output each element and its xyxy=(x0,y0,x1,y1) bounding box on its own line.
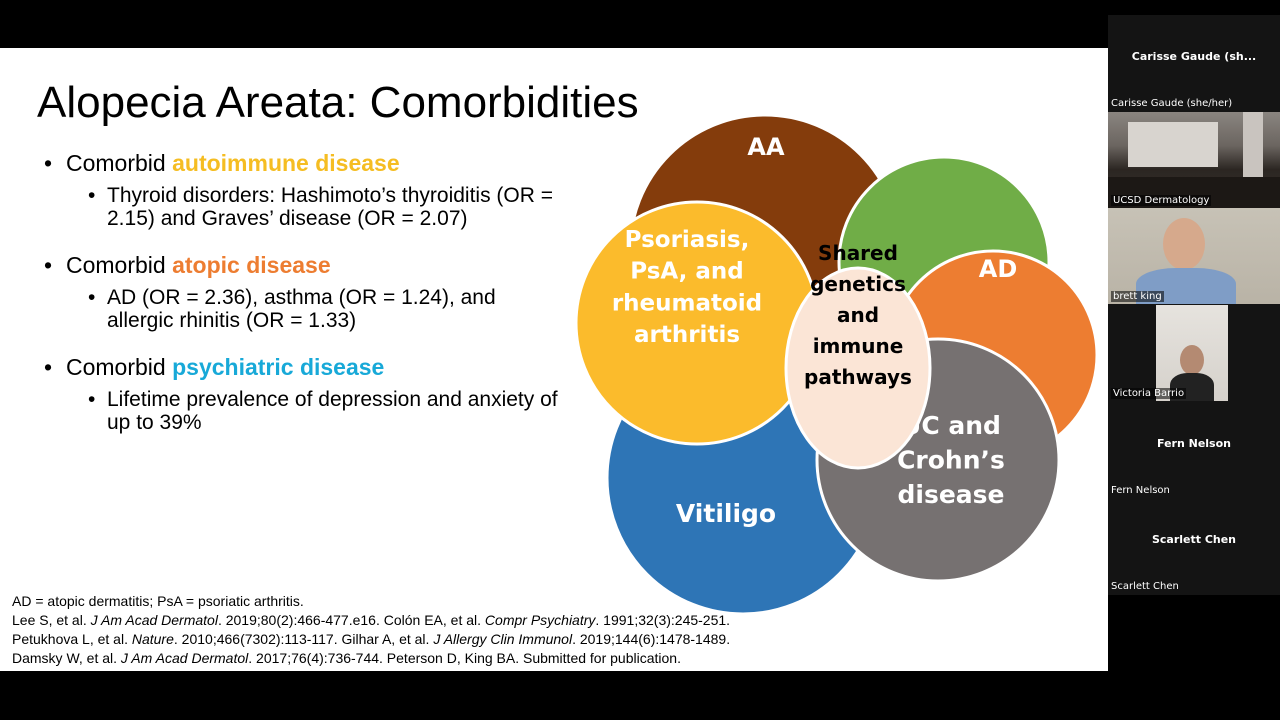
diagram-label: disease xyxy=(897,480,1004,509)
diagram-label: and xyxy=(837,303,879,327)
bullet-group: Comorbid psychiatric diseaseLifetime pre… xyxy=(44,352,564,434)
sub-bullet-item: Lifetime prevalence of depression and an… xyxy=(44,388,564,434)
reference-text: Compr Psychiatry xyxy=(484,612,596,628)
participant-name: UCSD Dermatology xyxy=(1111,195,1212,206)
reference-text: . 2010;466(7302):113-117. Gilhar A, et a… xyxy=(173,631,434,647)
diagram-label: Psoriasis, xyxy=(625,227,750,253)
reference-line: Petukhova L, et al. Nature. 2010;466(730… xyxy=(12,630,730,649)
diagram-label: SLE xyxy=(923,136,972,164)
participant-tile[interactable]: UCSD Dermatology xyxy=(1108,112,1280,208)
reference-text: Nature xyxy=(131,631,174,647)
bullet-highlight: atopic disease xyxy=(172,252,331,278)
diagram-label: Shared xyxy=(818,241,898,265)
diagram-label: PsA, and xyxy=(630,259,743,285)
participant-name: brett king xyxy=(1111,291,1164,302)
participant-display-name: Fern Nelson xyxy=(1157,437,1231,450)
reference-text: . 2019;80(2):466-477.e16. Colón EA, et a… xyxy=(217,612,485,628)
bullet-prefix: Comorbid xyxy=(66,354,173,380)
bullet-list: Comorbid autoimmune diseaseThyroid disor… xyxy=(44,148,564,454)
participant-name: Fern Nelson xyxy=(1111,485,1170,496)
bullet-prefix: Comorbid xyxy=(66,252,173,278)
bullet-highlight: psychiatric disease xyxy=(172,354,385,380)
participant-display-name: Scarlett Chen xyxy=(1151,533,1237,546)
participant-tile[interactable]: Carisse Gaude (sh... Carisse Gaude (she/h… xyxy=(1108,15,1280,111)
diagram-label: Vitiligo xyxy=(676,499,776,528)
bullet-item: Comorbid atopic disease xyxy=(44,250,564,280)
reference-text: Petukhova L, et al. xyxy=(12,631,132,647)
reference-text: . 2017;76(4):736-744. Peterson D, King B… xyxy=(248,650,681,666)
diagram-label: arthritis xyxy=(634,322,740,348)
reference-text: AD = atopic dermatitis; PsA = psoriatic … xyxy=(12,593,304,609)
sub-bullet-item: Thyroid disorders: Hashimoto’s thyroidit… xyxy=(44,184,564,230)
reference-text: J Am Acad Dermatol xyxy=(90,612,218,628)
sub-bullet-item: AD (OR = 2.36), asthma (OR = 1.24), and … xyxy=(44,286,564,332)
presentation-slide: Alopecia Areata: Comorbidities Comorbid … xyxy=(0,48,1108,671)
bullet-highlight: autoimmune disease xyxy=(172,150,400,176)
reference-text: . 2019;144(6):1478-1489. xyxy=(572,631,731,647)
participant-tile[interactable]: brett king xyxy=(1108,208,1280,304)
reference-text: Lee S, et al. xyxy=(12,612,91,628)
bullet-item: Comorbid psychiatric disease xyxy=(44,352,564,382)
diagram-label: immune xyxy=(813,334,904,358)
references: AD = atopic dermatitis; PsA = psoriatic … xyxy=(12,592,730,668)
reference-line: AD = atopic dermatitis; PsA = psoriatic … xyxy=(12,592,730,611)
participant-tile[interactable]: Victoria Barrio xyxy=(1108,305,1280,401)
reference-line: Damsky W, et al. J Am Acad Dermatol. 201… xyxy=(12,649,730,668)
reference-text: J Am Acad Dermatol xyxy=(120,650,249,666)
diagram-label: pathways xyxy=(804,365,912,389)
video-feed xyxy=(1156,305,1228,401)
diagram-label: genetics xyxy=(810,272,906,296)
diagram-label: Crohn’s xyxy=(897,446,1005,475)
video-feed xyxy=(1108,112,1280,208)
diagram-label: AD xyxy=(979,255,1018,283)
participant-name: Victoria Barrio xyxy=(1111,388,1187,399)
bullet-group: Comorbid autoimmune diseaseThyroid disor… xyxy=(44,148,564,230)
reference-text: . 1991;32(3):245-251. xyxy=(595,612,731,628)
participant-display-name: Carisse Gaude (sh... xyxy=(1131,50,1257,63)
diagram-label: rheumatoid xyxy=(612,290,762,316)
bullet-prefix: Comorbid xyxy=(66,150,173,176)
reference-text: J Allergy Clin Immunol xyxy=(433,631,573,647)
diagram-center-ellipse xyxy=(784,266,932,470)
reference-line: Lee S, et al. J Am Acad Dermatol. 2019;8… xyxy=(12,611,730,630)
slide-title: Alopecia Areata: Comorbidities xyxy=(37,78,639,127)
bullet-group: Comorbid atopic disease AD (OR = 2.36), a… xyxy=(44,250,564,332)
bullet-item: Comorbid autoimmune disease xyxy=(44,148,564,178)
participant-name: Scarlett Chen xyxy=(1111,581,1179,592)
participant-panel[interactable]: Carisse Gaude (sh... Carisse Gaude (she/h… xyxy=(1108,15,1280,595)
video-feed xyxy=(1108,208,1280,304)
reference-text: Damsky W, et al. xyxy=(12,650,121,666)
diagram-label: AA xyxy=(747,133,785,161)
participant-name: Carisse Gaude (she/her) xyxy=(1111,98,1233,109)
